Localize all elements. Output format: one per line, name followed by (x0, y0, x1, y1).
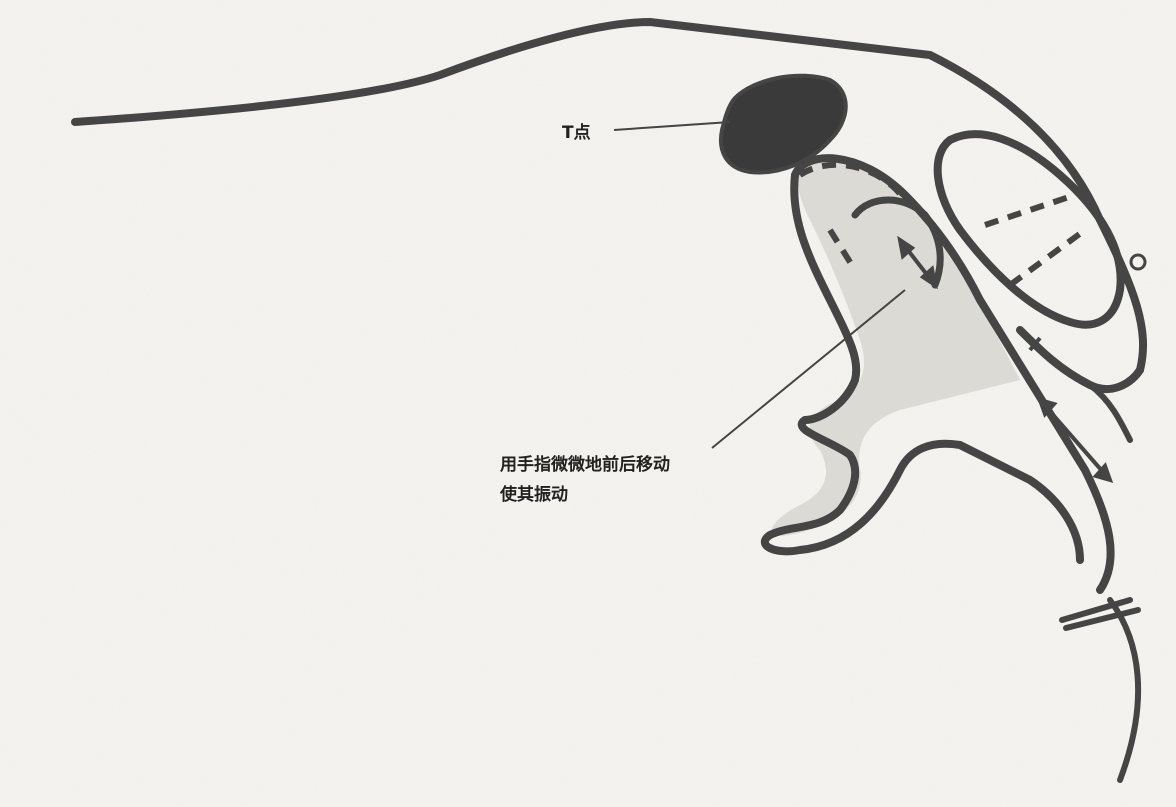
vibration-arrows (897, 235, 1114, 483)
small-circle (1129, 253, 1147, 271)
finger-instruction-label: 用手指微微地前后移动 使其振动 (500, 450, 670, 510)
finger-leader (711, 289, 906, 449)
nasal-oval-dash-1 (984, 192, 1076, 228)
finger-instruction-line-2: 使其振动 (500, 485, 568, 505)
nasal-oval-outline (933, 130, 1125, 329)
finger-instruction-line-1: 用手指微微地前后移动 (500, 455, 670, 475)
t-point-spot (719, 73, 848, 175)
t-point-leader (613, 121, 731, 131)
t-point-label: T点 (562, 123, 591, 143)
uvula-outline (1087, 382, 1133, 443)
lower-jaw-outline (760, 171, 1084, 564)
nasal-oval-dash-2 (1008, 227, 1087, 288)
fingertip-outline (851, 196, 944, 289)
finger-dashed-contour (798, 161, 908, 272)
trachea-outline (1059, 597, 1142, 783)
finger-outline (791, 154, 1115, 594)
